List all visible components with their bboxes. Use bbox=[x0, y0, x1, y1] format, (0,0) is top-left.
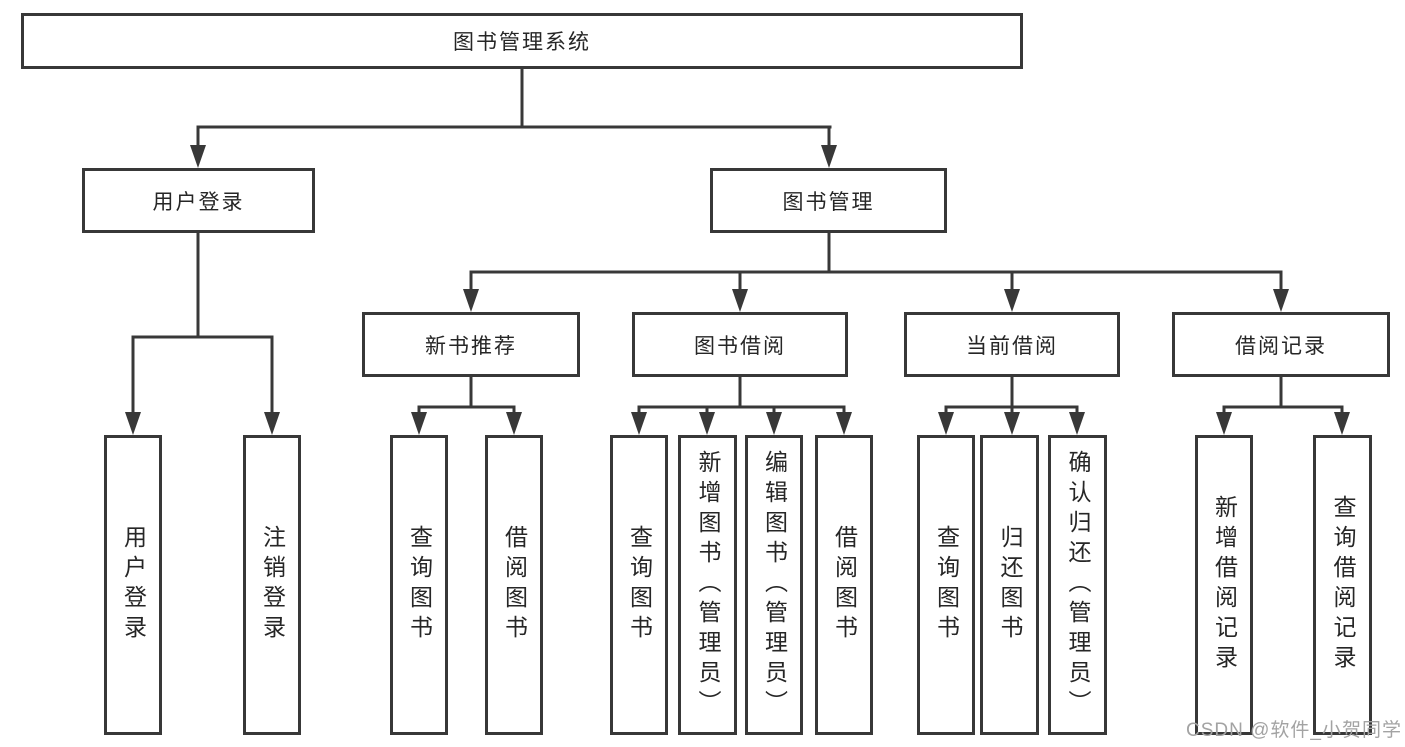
arrowhead bbox=[506, 412, 522, 435]
node-current-borrow: 当前借阅 bbox=[904, 312, 1120, 377]
arrowhead bbox=[1216, 412, 1232, 435]
arrowhead bbox=[125, 412, 141, 435]
arrowhead bbox=[190, 145, 206, 168]
arrowhead bbox=[1334, 412, 1350, 435]
leaf-borrow-query-books: 查询图书 bbox=[610, 435, 668, 735]
leaf-current-query-books: 查询图书 bbox=[917, 435, 975, 735]
arrowhead bbox=[1069, 412, 1085, 435]
connector-current-split bbox=[944, 377, 1079, 415]
arrowhead bbox=[766, 412, 782, 435]
arrowhead bbox=[732, 289, 748, 312]
connector-newbook-split bbox=[417, 377, 516, 415]
arrowhead bbox=[1273, 289, 1289, 312]
node-new-book-recommend: 新书推荐 bbox=[362, 312, 580, 377]
node-book-management: 图书管理 bbox=[710, 168, 947, 233]
arrowhead bbox=[699, 412, 715, 435]
leaf-borrow-borrow-books: 借阅图书 bbox=[815, 435, 873, 735]
arrowhead bbox=[821, 145, 837, 168]
leaf-borrow-add-books-admin: 新增图书（管理员） bbox=[678, 435, 737, 735]
arrowhead bbox=[836, 412, 852, 435]
node-borrow-records: 借阅记录 bbox=[1172, 312, 1390, 377]
arrowhead bbox=[463, 289, 479, 312]
connector-management-split bbox=[469, 233, 1283, 292]
leaf-borrow-edit-books-admin: 编辑图书（管理员） bbox=[745, 435, 803, 735]
connector-borrow-split bbox=[637, 377, 846, 415]
arrowhead bbox=[1004, 412, 1020, 435]
leaf-current-return-books: 归还图书 bbox=[980, 435, 1039, 735]
connector-records-split bbox=[1222, 377, 1344, 415]
watermark: CSDN @软件_小贺同学 bbox=[1186, 720, 1402, 741]
connector-lines bbox=[131, 69, 1344, 415]
node-book-borrow: 图书借阅 bbox=[632, 312, 848, 377]
arrowhead bbox=[411, 412, 427, 435]
leaf-newbook-query-books: 查询图书 bbox=[390, 435, 448, 735]
node-root: 图书管理系统 bbox=[21, 13, 1023, 69]
leaf-current-confirm-return-admin: 确认归还（管理员） bbox=[1048, 435, 1107, 735]
leaf-records-add-record: 新增借阅记录 bbox=[1195, 435, 1253, 735]
arrowheads bbox=[125, 145, 1350, 435]
arrowhead bbox=[1004, 289, 1020, 312]
connector-root-split bbox=[196, 69, 832, 148]
leaf-newbook-borrow-books: 借阅图书 bbox=[485, 435, 543, 735]
arrowhead bbox=[631, 412, 647, 435]
arrowhead bbox=[938, 412, 954, 435]
arrowhead bbox=[264, 412, 280, 435]
leaf-records-query-record: 查询借阅记录 bbox=[1313, 435, 1372, 735]
node-user-login: 用户登录 bbox=[82, 168, 315, 233]
connector-login-split bbox=[131, 233, 274, 415]
leaf-logout: 注销登录 bbox=[243, 435, 301, 735]
leaf-user-login: 用户登录 bbox=[104, 435, 162, 735]
